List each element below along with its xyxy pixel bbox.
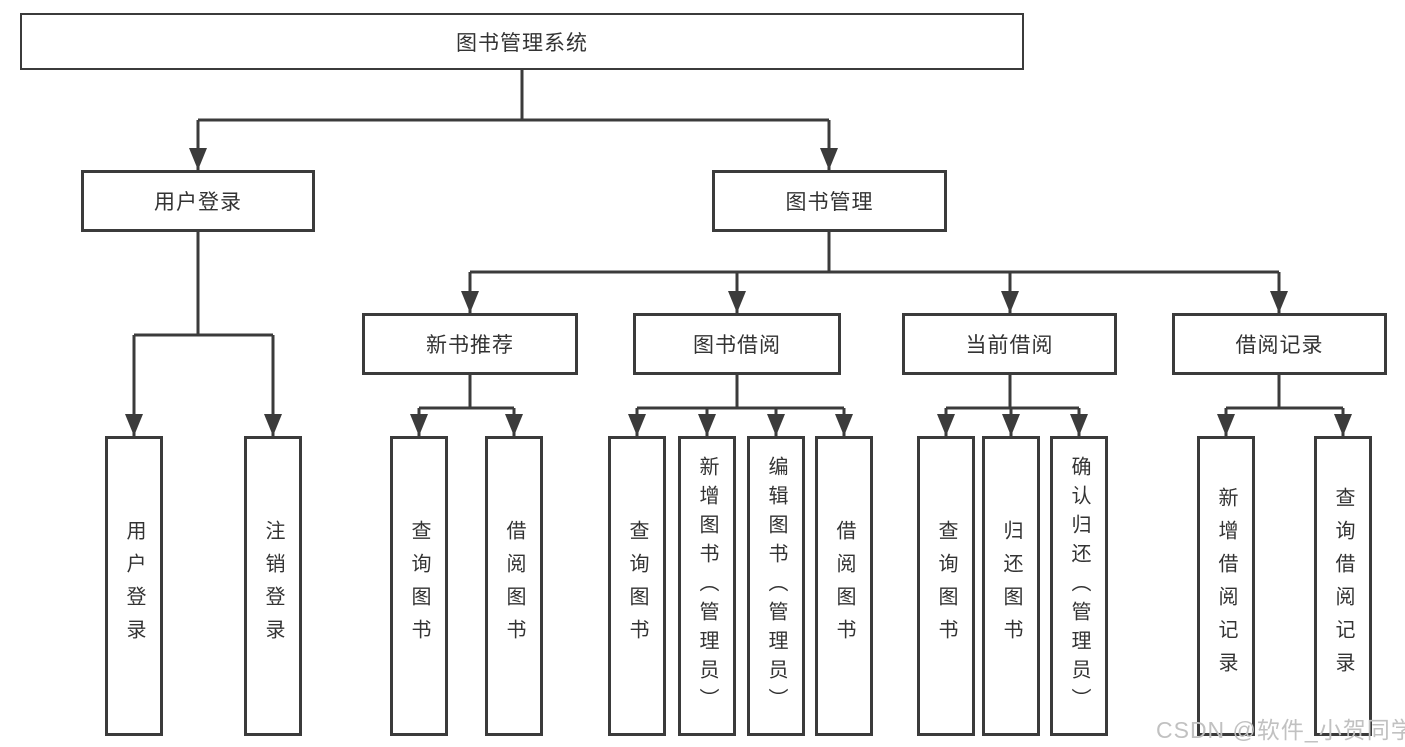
node-leaf-cb-query-label: 查询图书 xyxy=(935,520,957,652)
node-root-label: 图书管理系统 xyxy=(456,31,588,55)
node-book-mgmt-label: 图书管理 xyxy=(785,191,874,214)
csdn-watermark: CSDN @软件_小贺同学 xyxy=(1156,717,1405,743)
node-book-borrow: 图书借阅 xyxy=(633,313,841,375)
node-leaf-br-add-label: 新增借阅记录 xyxy=(1215,487,1237,685)
node-leaf-user-login-label: 用户登录 xyxy=(123,520,145,652)
node-leaf-cb-query: 查询图书 xyxy=(917,436,975,736)
node-root: 图书管理系统 xyxy=(20,13,1024,70)
node-leaf-logout: 注销登录 xyxy=(244,436,302,736)
node-leaf-rec-borrow: 借阅图书 xyxy=(485,436,543,736)
node-book-mgmt: 图书管理 xyxy=(712,170,947,232)
node-leaf-cb-return: 归还图书 xyxy=(982,436,1040,736)
node-borrow-records: 借阅记录 xyxy=(1172,313,1387,375)
node-leaf-cb-confirm: 确认归还（管理员） xyxy=(1050,436,1108,736)
node-leaf-bb-edit: 编辑图书（管理员） xyxy=(747,436,805,736)
node-leaf-br-query-label: 查询借阅记录 xyxy=(1332,487,1354,685)
node-leaf-bb-borrow: 借阅图书 xyxy=(815,436,873,736)
node-leaf-bb-query: 查询图书 xyxy=(608,436,666,736)
node-new-book-rec-label: 新书推荐 xyxy=(426,334,514,357)
node-leaf-logout-label: 注销登录 xyxy=(262,520,284,652)
node-leaf-br-add: 新增借阅记录 xyxy=(1197,436,1255,736)
node-leaf-cb-return-label: 归还图书 xyxy=(1000,520,1022,652)
node-leaf-bb-edit-label: 编辑图书（管理员） xyxy=(765,455,787,717)
node-user-login: 用户登录 xyxy=(81,170,315,232)
node-borrow-records-label: 借阅记录 xyxy=(1235,334,1324,357)
node-leaf-user-login: 用户登录 xyxy=(105,436,163,736)
node-leaf-br-query: 查询借阅记录 xyxy=(1314,436,1372,736)
node-leaf-bb-query-label: 查询图书 xyxy=(626,520,648,652)
node-user-login-label: 用户登录 xyxy=(154,191,242,214)
node-new-book-rec: 新书推荐 xyxy=(362,313,578,375)
node-leaf-bb-borrow-label: 借阅图书 xyxy=(833,520,855,652)
node-leaf-rec-query-label: 查询图书 xyxy=(408,520,430,652)
node-leaf-bb-add-label: 新增图书（管理员） xyxy=(696,455,718,717)
node-book-borrow-label: 图书借阅 xyxy=(693,334,781,357)
node-leaf-rec-borrow-label: 借阅图书 xyxy=(503,520,525,652)
node-current-borrow: 当前借阅 xyxy=(902,313,1117,375)
node-current-borrow-label: 当前借阅 xyxy=(965,334,1054,357)
node-leaf-rec-query: 查询图书 xyxy=(390,436,448,736)
node-leaf-cb-confirm-label: 确认归还（管理员） xyxy=(1068,455,1090,717)
node-leaf-bb-add: 新增图书（管理员） xyxy=(678,436,736,736)
